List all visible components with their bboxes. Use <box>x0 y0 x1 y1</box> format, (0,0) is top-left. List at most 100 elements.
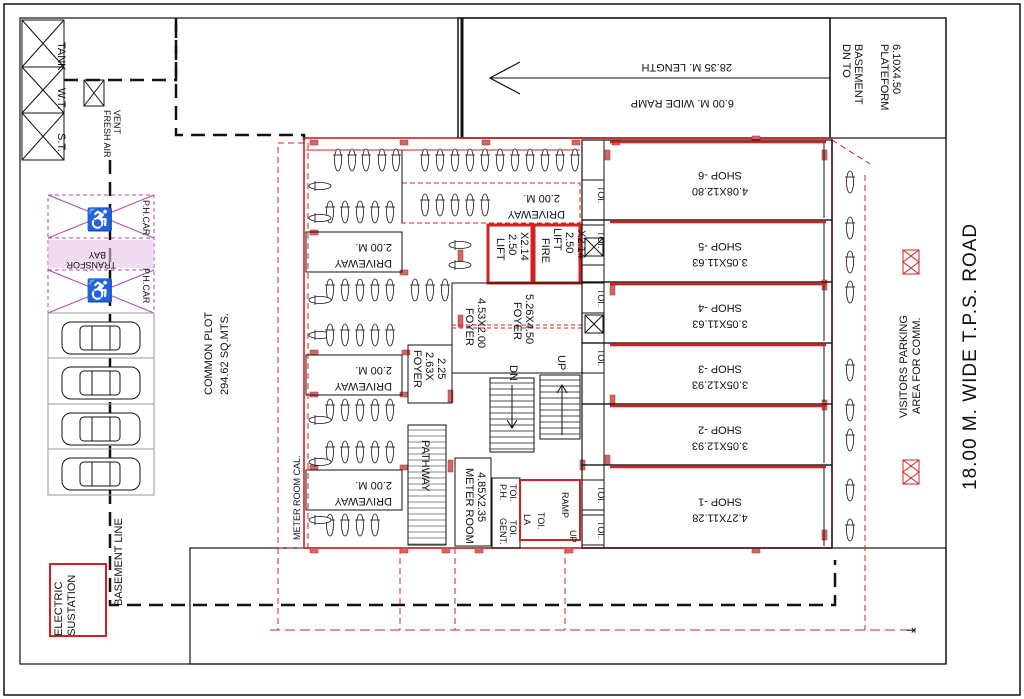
toilet-cell: TOI. <box>581 282 606 314</box>
toi-small-label: TOI. <box>536 512 546 529</box>
two-wheeler-icon <box>555 148 565 172</box>
shop-unit: SHOP -14.27X11.28 <box>581 464 833 549</box>
column-pier <box>309 547 319 554</box>
toilet-cell: TOI. <box>581 342 606 374</box>
wt-label: W.T. <box>55 88 67 109</box>
tank-block <box>21 19 65 161</box>
bay-label: BAY <box>89 250 106 260</box>
tank-label: TANK <box>55 42 67 71</box>
two-wheeler-icon <box>340 323 350 347</box>
two-wheeler-icon <box>370 323 380 347</box>
two-wheeler-icon <box>845 280 855 304</box>
shaft <box>584 237 604 257</box>
pathway-label: PATHWAY <box>419 440 431 492</box>
car-icon <box>61 366 141 400</box>
two-wheeler-icon <box>325 323 335 347</box>
two-wheeler-icon <box>308 330 332 340</box>
stairs <box>408 379 580 545</box>
ramp: 28.35 M. LENGTH 6.00 M. WIDE RAMP DN TO … <box>457 17 947 139</box>
two-wheeler-icon <box>340 278 350 302</box>
two-wheeler-icon <box>355 323 365 347</box>
visitors-parking-label: VISITORS PARKING <box>898 315 910 418</box>
lift-dim-1: 2.50 <box>506 234 518 255</box>
two-wheeler-icon <box>385 200 395 224</box>
wheelchair-icon: ♿ <box>86 207 113 232</box>
shop-size: 4.08X12.80 <box>692 185 748 197</box>
shop-size: 3.05X12.93 <box>692 440 748 452</box>
sheet-border <box>3 3 1021 696</box>
car-icon <box>61 321 141 355</box>
two-wheeler-icon <box>308 181 332 191</box>
two-wheeler-icon <box>525 148 535 172</box>
two-wheeler-icon <box>435 193 445 217</box>
two-wheeler-icon <box>448 260 472 270</box>
two-wheeler-icon <box>420 193 430 217</box>
toilet-cell: TOI. <box>581 479 606 511</box>
ph-car-label-2: P.H.CAR <box>141 268 151 304</box>
common-plot-label: COMMON PLOT <box>203 312 215 395</box>
two-wheeler-icon <box>425 278 435 302</box>
two-wheeler-parking <box>308 148 580 537</box>
toilet-label: TOI. <box>596 349 606 366</box>
column-pier <box>481 139 491 146</box>
column-pier <box>564 547 574 554</box>
foyer-b-size: 5.26X4.50 <box>523 294 535 344</box>
two-wheeler-icon <box>540 148 550 172</box>
two-wheeler-icon <box>480 148 490 172</box>
meter-room-size: 4.85X2.35 <box>475 472 487 522</box>
two-wheeler-icon <box>845 398 855 422</box>
dn-arrowhead-icon <box>506 419 518 429</box>
two-wheeler-icon <box>355 200 365 224</box>
basement-label: BASEMENT <box>852 44 864 105</box>
fire-lift-dim-2: X2.14 <box>575 230 587 259</box>
shop-name: SHOP -3 <box>698 363 742 375</box>
meter-room-label: METER ROOM <box>463 468 475 544</box>
driveway-3-dim: 2.00 M. <box>355 479 392 491</box>
two-wheeler-icon <box>465 193 475 217</box>
ramp-length-label: 28.35 M. LENGTH <box>641 61 732 73</box>
two-wheeler-icon <box>308 415 332 425</box>
up-label: UP <box>555 355 567 370</box>
toilet-cell: TOI. <box>581 179 606 221</box>
column-pier <box>309 349 319 356</box>
two-wheeler-icon <box>370 398 380 422</box>
dn-label: DN <box>507 365 519 381</box>
driveway-2-label: DRIVEWAY <box>334 380 392 392</box>
two-wheeler-icon <box>465 148 475 172</box>
column-pier <box>401 349 411 356</box>
plateform-label: PLATEFORM <box>878 44 890 110</box>
la-label: LA <box>522 514 532 525</box>
fire-label: FIRE <box>539 238 551 263</box>
dn-to-label: DN TO <box>840 44 852 78</box>
column-pier <box>751 547 761 554</box>
shop-size: 3.05X12.93 <box>692 379 748 391</box>
foyer-c-dim-2: 2.25 <box>435 358 447 379</box>
foyer-c-dim-1: 2.63X <box>423 352 435 381</box>
two-wheeler-icon <box>347 148 357 172</box>
shop-name: SHOP -6 <box>698 169 742 181</box>
fresh-air-label-2: VENT <box>112 110 122 135</box>
shop-unit: SHOP -3 3.05X12.93 <box>581 342 833 405</box>
fresh-air-label-1: FRESH AIR <box>102 110 112 158</box>
foyer-a-label: FOYER <box>463 308 475 346</box>
two-wheeler-icon <box>510 148 520 172</box>
two-wheeler-icon <box>308 213 332 223</box>
column-pier <box>474 547 484 554</box>
shop-unit: SHOP -53.05X11.63 <box>581 219 833 283</box>
visitor-markers <box>902 249 920 485</box>
driveway-1-label: DRIVEWAY <box>334 257 392 269</box>
foyer-a-size: 4.53X2.00 <box>475 298 487 348</box>
fire-lift-label: LIFT <box>551 228 563 251</box>
toilet-label: TOI. <box>596 186 606 203</box>
column-pier <box>399 139 409 146</box>
two-wheeler-icon <box>385 440 395 464</box>
two-wheeler-icon <box>340 398 350 422</box>
transfor-label: TRANSFOR <box>66 260 116 270</box>
two-wheeler-icon <box>308 515 332 525</box>
car-parking <box>47 312 155 496</box>
gent-toi-label: TOI. <box>508 520 518 537</box>
basement-line-top <box>64 18 178 82</box>
foyer-b-label: FOYER <box>511 302 523 340</box>
toilet-label: TOI. <box>596 486 606 503</box>
gent-label: GENT. <box>498 518 508 545</box>
